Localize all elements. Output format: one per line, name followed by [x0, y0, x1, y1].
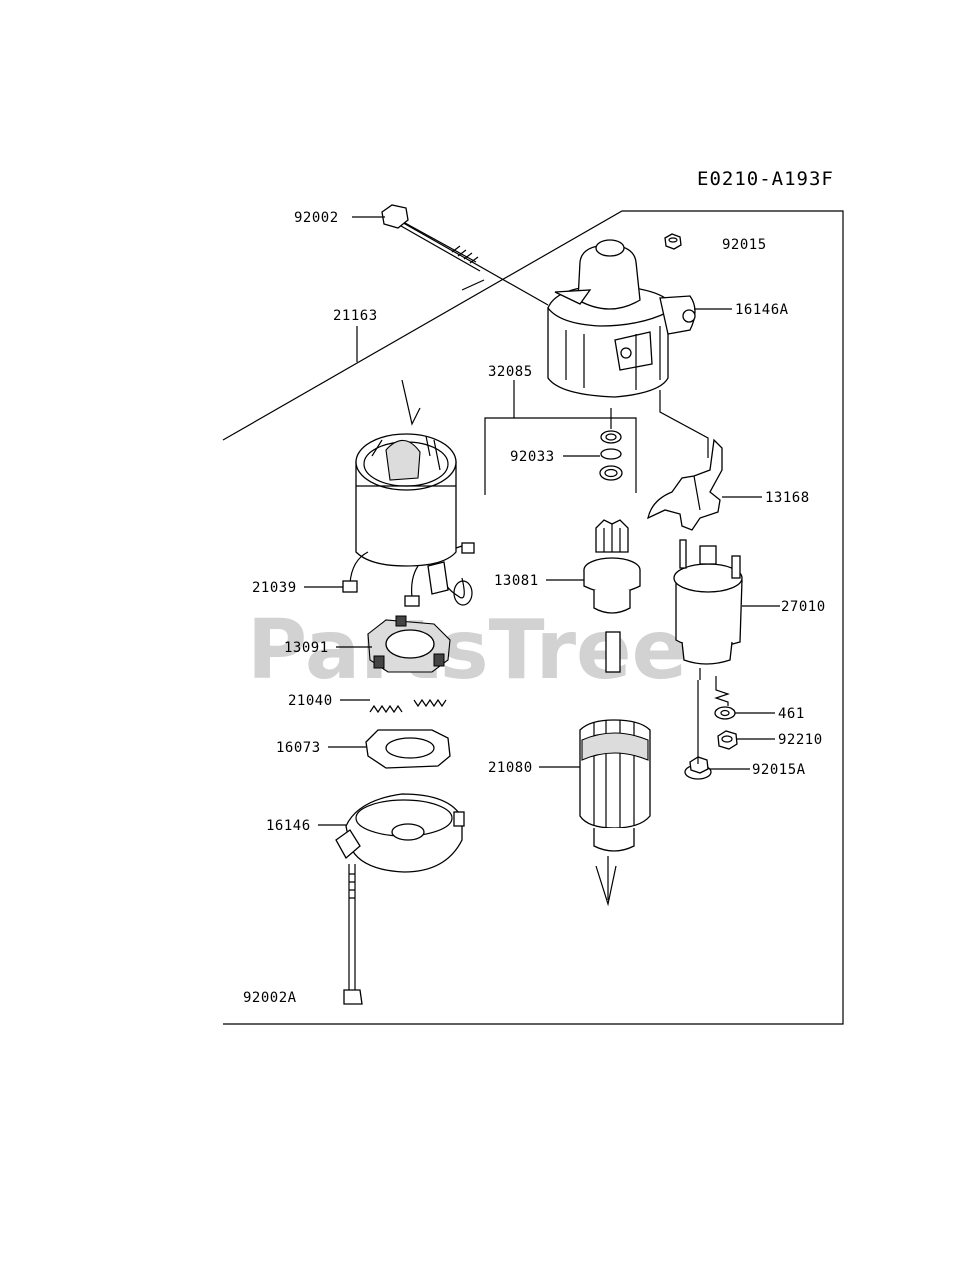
part-labels: 92002 92015 16146A 21163 32085 92033 131…: [243, 210, 826, 1006]
part-21080-armature[interactable]: [579, 631, 651, 900]
label-13091[interactable]: 13091: [284, 640, 329, 656]
label-13081[interactable]: 13081: [494, 573, 539, 589]
assembly-frame: [222, 210, 844, 1025]
part-92210-nut[interactable]: [717, 730, 738, 750]
part-21163-yoke[interactable]: [355, 433, 457, 567]
part-21040-springs[interactable]: [369, 698, 447, 714]
label-27010[interactable]: 27010: [781, 599, 826, 615]
label-21163[interactable]: 21163: [333, 308, 378, 324]
label-13168[interactable]: 13168: [765, 490, 810, 506]
label-16146A[interactable]: 16146A: [735, 302, 789, 318]
part-92002A-bolt[interactable]: [343, 864, 363, 1005]
part-461-washer[interactable]: [714, 706, 736, 720]
part-92015A-flange-nut[interactable]: [684, 756, 712, 780]
label-32085[interactable]: 32085: [488, 364, 533, 380]
label-92210[interactable]: 92210: [778, 732, 823, 748]
label-21039[interactable]: 21039: [252, 580, 297, 596]
label-16146[interactable]: 16146: [266, 818, 311, 834]
part-16146A-housing[interactable]: [547, 239, 696, 398]
part-13168-lever[interactable]: [647, 438, 723, 531]
label-92033[interactable]: 92033: [510, 449, 555, 465]
label-92015[interactable]: 92015: [722, 237, 767, 253]
part-16146-rear-cover[interactable]: [335, 793, 465, 873]
part-13091-brush-holder[interactable]: [367, 615, 451, 673]
part-92033-washers[interactable]: [599, 430, 623, 481]
part-21039-brush-leads[interactable]: [342, 542, 475, 607]
label-92002[interactable]: 92002: [294, 210, 339, 226]
part-16073-plate[interactable]: [365, 729, 451, 769]
part-92002-bolt[interactable]: [381, 204, 549, 306]
part-13081-pinion[interactable]: [583, 519, 641, 614]
label-92015A[interactable]: 92015A: [752, 762, 806, 778]
label-92002A[interactable]: 92002A: [243, 990, 297, 1006]
label-16073[interactable]: 16073: [276, 740, 321, 756]
label-21040[interactable]: 21040: [288, 693, 333, 709]
part-92015-nut[interactable]: [664, 233, 682, 250]
diagram-code: E0210-A193F: [697, 168, 834, 190]
label-21080[interactable]: 21080: [488, 760, 533, 776]
label-461[interactable]: 461: [778, 706, 805, 722]
part-27010-solenoid[interactable]: [673, 539, 743, 680]
leader-lines: [304, 216, 780, 907]
